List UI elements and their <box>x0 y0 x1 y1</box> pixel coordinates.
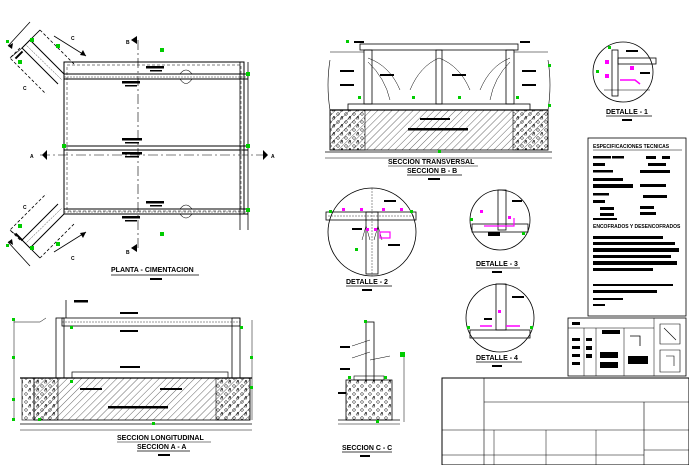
cut-marker-a-left: A <box>30 154 34 160</box>
plan-title: PLANTA - CIMENTACION <box>111 267 194 274</box>
detail-3-title: DETALLE - 3 <box>476 261 518 268</box>
cut-marker-b-bottom: B <box>126 250 130 256</box>
section-bb-title2: SECCION B - B <box>407 168 457 175</box>
cut-marker-b-top: B <box>126 40 130 46</box>
plan-inner-dashed <box>66 64 242 212</box>
detail-3-view: DETALLE - 3 <box>469 189 531 273</box>
plan-view: B B A A C C C C PLANTA - CIMENTACION <box>6 21 275 280</box>
section-bb-view: SECCION TRANSVERSAL SECCION B - B <box>325 40 552 180</box>
detail-4-view: DETALLE - 4 <box>465 283 535 367</box>
specs-sub-heading: ENCOFRADOS Y DESENCOFRADOS <box>593 224 681 230</box>
section-aa-title2: SECCION A - A <box>137 444 186 451</box>
detail-2-title: DETALLE - 2 <box>346 279 388 286</box>
section-aa-view: SECCION LONGITUDINAL SECCION A - A <box>12 300 253 456</box>
detail-2-view: DETALLE - 2 <box>325 187 417 291</box>
detail-1-view: DETALLE - 1 <box>592 41 657 121</box>
cut-marker-c-1: C <box>71 36 75 42</box>
section-cc-title: SECCION C - C <box>342 445 392 452</box>
detail-4-title: DETALLE - 4 <box>476 355 518 362</box>
section-bb-title1: SECCION TRANSVERSAL <box>388 159 475 166</box>
detail-1-title: DETALLE - 1 <box>606 109 648 116</box>
cut-marker-a-right: A <box>271 154 275 160</box>
section-aa-title1: SECCION LONGITUDINAL <box>117 435 204 442</box>
specs-panel: ESPECIFICACIONES TECNICAS ENCOFRADOS Y D… <box>587 137 687 317</box>
cut-marker-c-4: C <box>71 256 75 262</box>
title-block <box>441 377 689 465</box>
legend-box <box>567 317 687 377</box>
cut-marker-c-3: C <box>23 205 27 211</box>
section-cc-view: SECCION C - C <box>338 320 405 457</box>
plan-outline <box>63 61 245 215</box>
specs-heading: ESPECIFICACIONES TECNICAS <box>593 144 670 150</box>
cut-marker-c-2: C <box>23 86 27 92</box>
